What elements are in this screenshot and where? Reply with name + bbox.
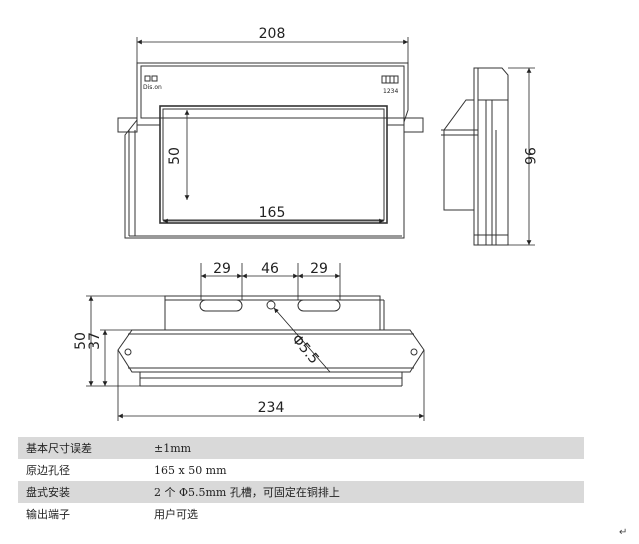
bottom-view (117, 295, 425, 387)
spec-value: 165 x 50 mm (154, 463, 227, 477)
badge-right-label: 1234 (383, 88, 398, 95)
right-bolt-hole (410, 348, 418, 356)
dim-bottom-width (117, 350, 425, 421)
dim-label-29-right: 29 (310, 261, 328, 277)
spec-row: 原边孔径 165 x 50 mm (18, 459, 584, 481)
dim-hole-leader (273, 307, 331, 373)
right-slot (297, 299, 341, 312)
front-inner-frame (140, 65, 405, 119)
dim-side-height (508, 67, 535, 246)
dim-label-165: 165 (259, 205, 286, 221)
spec-row: 盘式安装 2 个 Φ5.5mm 孔槽，可固定在铜排上 (18, 481, 584, 503)
dim-label-46: 46 (261, 261, 279, 277)
dim-label-234: 234 (258, 400, 285, 416)
center-hole (266, 300, 276, 310)
front-cutout-inner (162, 108, 385, 221)
left-mount-tab (117, 117, 138, 133)
dim-label-50-top: 50 (167, 147, 183, 165)
spec-table: 基本尺寸误差 ±1mm 原边孔径 165 x 50 mm 盘式安装 2 个 Φ5… (18, 437, 584, 525)
display-badge-left: Dis.on (143, 75, 162, 91)
spec-key: 输出端子 (26, 508, 70, 521)
spec-value: ±1mm (146, 437, 584, 459)
front-outer-frame (124, 62, 409, 239)
left-bolt-hole (124, 348, 132, 356)
dim-label-29-left: 29 (213, 261, 231, 277)
badge-left-label: Dis.on (143, 84, 162, 91)
right-mount-tab (403, 117, 424, 133)
dim-top-width (136, 37, 409, 63)
spec-row: 输出端子 用户可选 (18, 503, 584, 525)
spec-value: 用户可选 (154, 508, 198, 521)
dim-slots (200, 263, 341, 300)
dim-label-50-bottom: 50 (73, 332, 89, 350)
dim-label-208: 208 (259, 26, 286, 42)
dim-label-37: 37 (87, 332, 103, 350)
bottom-body (117, 329, 425, 373)
side-outline (473, 67, 509, 246)
side-flange (443, 99, 475, 211)
technical-drawing: Dis.on 1234 208 50 165 (73, 26, 537, 421)
dim-label-96: 96 (521, 147, 537, 165)
spec-key: 原边孔径 (26, 464, 70, 477)
paragraph-mark: ↵ (619, 527, 628, 538)
side-view (441, 67, 509, 246)
spec-key: 基本尺寸误差 (18, 437, 146, 459)
left-slot (199, 299, 243, 312)
display-badge-right: 1234 (381, 75, 399, 95)
dim-bottom-heights (86, 295, 165, 387)
spec-value: 2 个 Φ5.5mm 孔槽，可固定在铜排上 (146, 481, 584, 503)
dim-label-hole: Φ5.5 (288, 332, 322, 368)
spec-key: 盘式安装 (18, 481, 146, 503)
spec-row: 基本尺寸误差 ±1mm (18, 437, 584, 459)
